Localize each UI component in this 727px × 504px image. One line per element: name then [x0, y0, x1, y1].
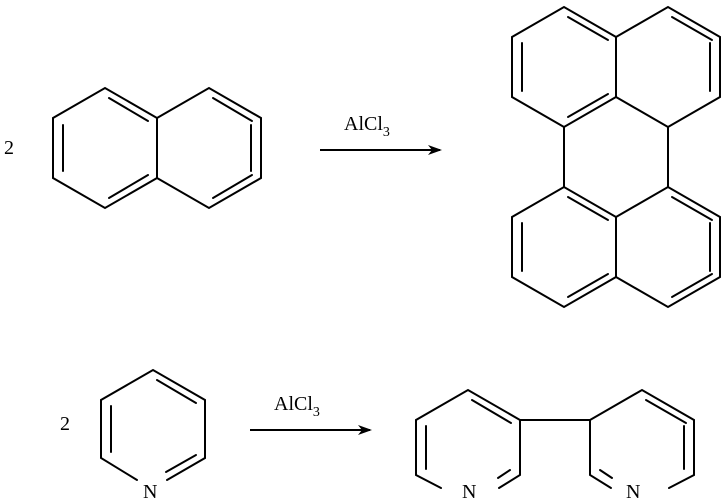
bipyridine-structure: [415, 388, 695, 489]
reaction-2: 2 N AlCl3: [60, 368, 695, 503]
coefficient-2: 2: [60, 413, 70, 435]
pyridine-structure: [100, 368, 206, 481]
reagent-label-1: AlCl3: [344, 113, 390, 140]
reaction-1: 2 AlCl3: [4, 5, 721, 309]
naphthalene-structure: [52, 86, 262, 210]
reagent-label-2: AlCl3: [274, 393, 320, 420]
bipyridine-n-atom-left: N: [462, 481, 476, 503]
pyridine-n-atom: N: [143, 481, 157, 503]
bipyridine-n-atom-right: N: [626, 481, 640, 503]
coefficient-1: 2: [4, 137, 14, 159]
perylene-structure: [511, 5, 721, 309]
